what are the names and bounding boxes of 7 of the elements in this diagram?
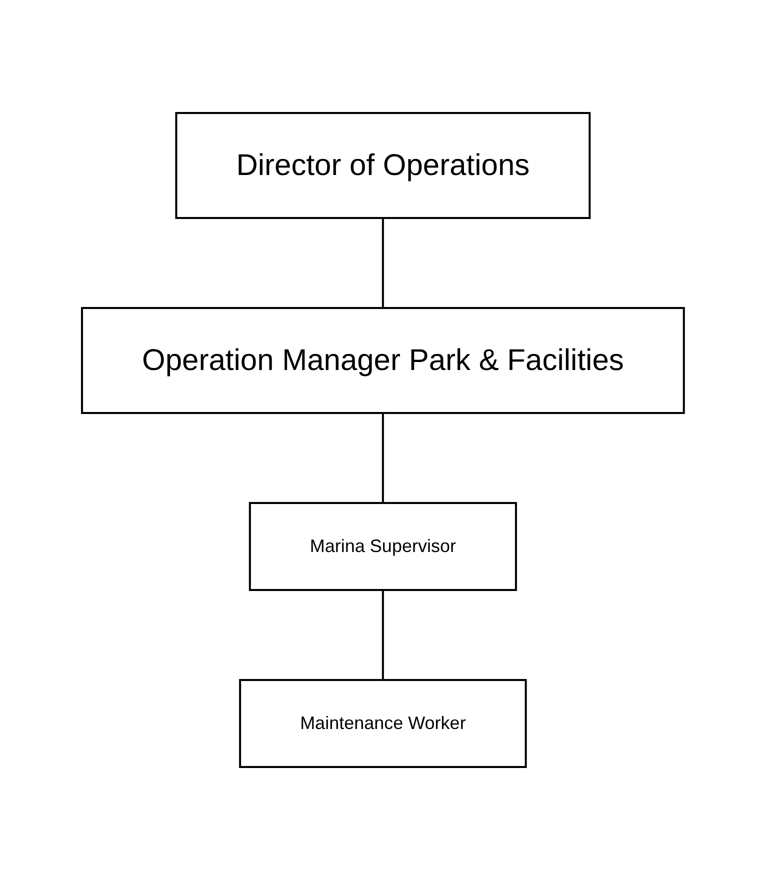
node-box: Operation Manager Park & Facilities: [80, 306, 684, 414]
node-box: Marina Supervisor: [248, 502, 517, 590]
connector: [382, 218, 384, 308]
connector: [382, 412, 384, 502]
connector: [382, 590, 384, 680]
node-box: Director of Operations: [174, 112, 590, 218]
node-box: Maintenance Worker: [238, 678, 526, 768]
